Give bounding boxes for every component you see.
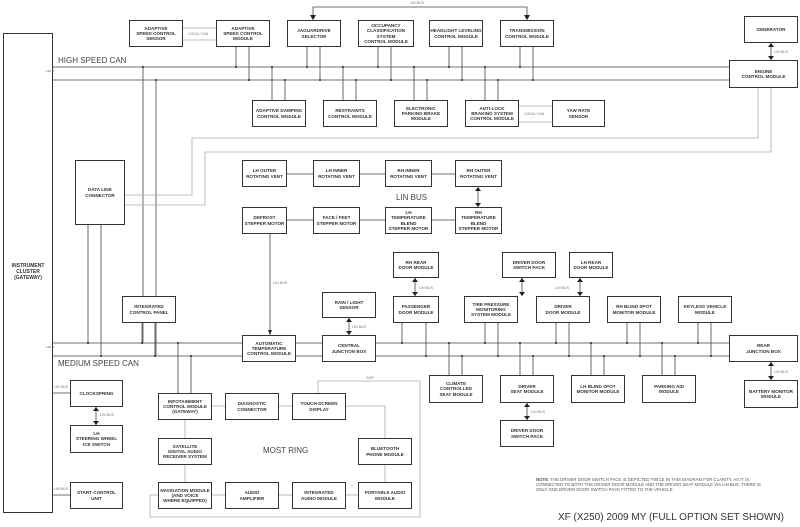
- parking-brake-module: ELECTRONIC PARKING BRAKE MODULE: [394, 100, 448, 127]
- adaptive-damping-module: ADAPTIVE DAMPING CONTROL MODULE: [252, 100, 306, 127]
- local-can-label: LOCAL CAN: [188, 32, 209, 36]
- tire-pressure-module: TIRE PRESSURE MONITORING SYSTEM MODULE: [464, 296, 518, 323]
- infotainment-module: INFOTAINMENT CONTROL MODULE (GATEWAY): [158, 393, 212, 420]
- lin-bus-label: LIN BUS: [774, 370, 788, 374]
- parking-aid-module: PARKING AID MODULE: [642, 375, 696, 403]
- diagram-title: XF (X250) 2009 MY (FULL OPTION SET SHOWN…: [558, 512, 784, 523]
- lin-bus-label: LIN BUS: [54, 487, 68, 491]
- lin-bus-label: LIN BUS: [100, 413, 114, 417]
- face-feet-motor: FACE / FEET STEPPER MOTOR: [313, 207, 360, 234]
- jaguardrive-selector: JAGUARDRIVE SELECTOR: [287, 20, 341, 47]
- rh-outer-vent: RH OUTER ROTATING VENT: [455, 160, 502, 187]
- lin-bus-label: LIN BUS: [555, 286, 569, 290]
- touch-screen-display: TOUCH-SCREEN DISPLAY: [292, 393, 346, 420]
- rain-light-sensor: RAIN / LIGHT SENSOR: [322, 292, 376, 318]
- driver-seat-module: DRIVER SEAT MODULE: [500, 375, 554, 403]
- abs-module: ANTI-LOCK BRAKING SYSTEM CONTROL MODULE: [465, 100, 519, 127]
- lin-bus-title: LIN BUS: [396, 193, 428, 202]
- lin-bus-label: LIN BUS: [531, 410, 545, 414]
- adaptive-speed-module: ADAPTIVE SPEED CONTROL MODULE: [216, 20, 270, 47]
- lin-bus-label: LIN BUS: [410, 1, 424, 5]
- note: NOTE: THE DRIVER DOOR SWITCH PACK IS DEP…: [536, 477, 766, 492]
- lh-inner-vent: LH INNER ROTATING VENT: [313, 160, 360, 187]
- lh-blind-spot-module: LH BLIND SPOT MONITOR MODULE: [571, 375, 625, 403]
- audio-amplifier: AUDIO AMPLIFIER: [225, 482, 279, 509]
- bus-junction-dots: [87, 66, 712, 357]
- lh-rear-door-module: LH REAR DOOR MODULE: [569, 252, 613, 278]
- lh-steering-wheel-switch: LH STEERING WHEEL ICE SWITCH: [70, 425, 123, 453]
- most-ring-label: MOST RING: [263, 446, 309, 455]
- rear-junction-box: REAR JUNCTION BOX: [729, 335, 798, 362]
- occupancy-module: OCCUPANCY CLASSIFICATION SYSTEM CONTROL …: [358, 20, 414, 47]
- gvif-label: GVIF: [366, 376, 375, 380]
- climate-seat-module: CLIMATE CONTROLLED SEAT MODULE: [429, 375, 483, 403]
- lin-bus-label: LIN BUS: [352, 325, 366, 329]
- navigation-module: NAVIGATION MODULE (AND VOICE WHERE EQUIP…: [158, 482, 212, 509]
- rh-temp-blend-motor: RH TEMPERATURE BLEND STEPPER MOTOR: [455, 207, 502, 234]
- diagnostic-connector: DIAGNOSTIC CONNECTOR: [225, 393, 279, 420]
- medium-speed-can-label: MEDIUM SPEED CAN: [58, 359, 139, 368]
- driver-door-switch-pack-2: DRIVER DOOR SWITCH PACK: [500, 420, 554, 447]
- integrated-audio-module: INTEGRATED AUDIO MODULE: [292, 482, 346, 509]
- central-junction-box: CENTRAL JUNCTION BOX: [322, 335, 376, 362]
- battery-monitor-module: BATTERY MONITOR MODULE: [744, 380, 798, 408]
- restraints-module: RESTRAINTS CONTROL MODULE: [323, 100, 377, 127]
- driver-door-module: DRIVER DOOR MODULE: [536, 296, 590, 323]
- driver-door-switch-pack: DRIVER DOOR SWITCH PACK: [502, 252, 556, 278]
- rh-rear-door-module: RH REAR DOOR MODULE: [393, 252, 439, 278]
- note-label: NOTE:: [536, 477, 550, 482]
- yaw-rate-sensor: YAW RATE SENSOR: [552, 100, 605, 127]
- headlight-module: HEADLIGHT LEVELING CONTROL MODULE: [429, 20, 483, 47]
- rh-inner-vent: RH INNER ROTATING VENT: [385, 160, 432, 187]
- passenger-door-module: PASSENGER DOOR MODULE: [393, 296, 439, 323]
- keyless-vehicle-module: KEYLESS VEHICLE MODULE: [678, 296, 732, 323]
- start-control-unit: START CONTROL UNIT: [70, 482, 123, 509]
- rh-blind-spot-module: RH BLIND SPOT MONITOR MODULE: [607, 296, 661, 323]
- local-can-label: LOCAL CAN: [524, 112, 545, 116]
- high-speed-can-label: HIGH SPEED CAN: [58, 56, 127, 65]
- integrated-control-panel: INTEGRATED CONTROL PANEL: [122, 296, 176, 323]
- note-text: THE DRIVER DOOR SWITCH PACK IS DEPICTED …: [536, 477, 761, 493]
- adaptive-speed-sensor: ADAPTIVE SPEED CONTROL SENSOR: [129, 20, 183, 47]
- lh-temp-blend-motor: LH TEMPERATURE BLEND STEPPER MOTOR: [385, 207, 432, 234]
- lin-bus-label: LIN BUS: [273, 281, 287, 285]
- termination-resistor-label: 120 Ω: [46, 69, 55, 73]
- lh-outer-vent: LH OUTER ROTATING VENT: [242, 160, 287, 187]
- portable-audio-module: PORTABLE AUDIO MODULE: [358, 482, 412, 509]
- auto-temp-module: AUTOMATIC TEMPERATURE CONTROL MODULE: [242, 335, 296, 362]
- lin-bus-label: LIN BUS: [54, 385, 68, 389]
- generator: GENERATOR: [744, 16, 798, 43]
- lin-bus-label: LIN BUS: [774, 50, 788, 54]
- lin-bus-label: LIN BUS: [419, 286, 433, 290]
- bluetooth-module: BLUETOOTH PHONE MODULE: [358, 438, 412, 465]
- termination-resistor-label: 120 Ω: [46, 345, 55, 349]
- satellite-receiver: SATELLITE DIGITAL AUDIO RECEIVER SYSTEM: [158, 438, 212, 465]
- engine-control-module: ENGINE CONTROL MODULE: [729, 60, 798, 88]
- arrowheads: [93, 15, 774, 425]
- clockspring: CLOCKSPRING: [70, 380, 123, 407]
- defrost-motor: DEFROST STEPPER MOTOR: [242, 207, 287, 234]
- transmission-module: TRANSMISSION CONTROL MODULE: [500, 20, 554, 47]
- instrument-cluster: INSTRUMENT CLUSTER (GATEWAY): [3, 33, 53, 513]
- data-link-connector: DATA LINK CONNECTOR: [75, 160, 125, 225]
